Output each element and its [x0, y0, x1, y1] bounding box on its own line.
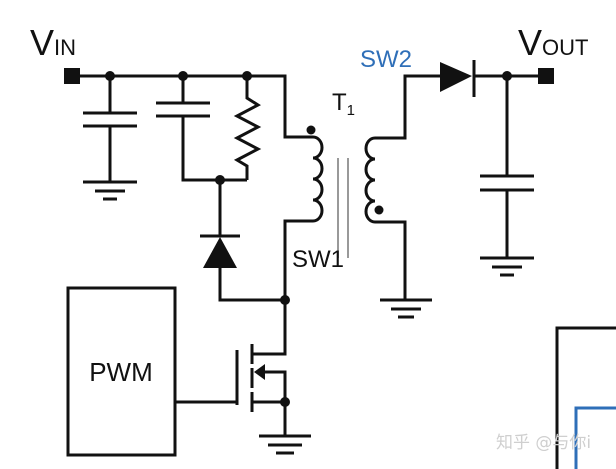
clamp-diode — [200, 180, 285, 302]
secondary-winding — [364, 74, 440, 300]
transformer-core — [337, 158, 349, 258]
output-capacitor — [480, 76, 534, 277]
input-capacitor — [83, 76, 137, 182]
partial-block — [555, 326, 616, 469]
vin-terminal — [64, 68, 80, 84]
watermark: 知乎 @与你i — [496, 433, 591, 453]
snubber-resistor — [233, 76, 262, 180]
sw1-label: SW1 — [292, 246, 344, 273]
transformer-label: T1 — [332, 89, 355, 119]
snubber-capacitor — [156, 76, 247, 182]
vin-label: VIN — [30, 22, 76, 63]
pwm-block — [66, 286, 177, 457]
partial-inner-block — [574, 406, 616, 469]
ground-symbol — [83, 180, 137, 201]
output-diode — [440, 60, 546, 97]
pwm-label: PWM — [89, 357, 153, 387]
primary-winding — [283, 125, 324, 300]
vout-terminal — [538, 68, 554, 84]
ground-symbol — [259, 434, 311, 455]
sw2-label: SW2 — [360, 46, 412, 73]
mosfet-switch — [175, 300, 287, 436]
vout-label: VOUT — [518, 22, 588, 63]
input-rail — [72, 74, 313, 139]
junction-dots — [105, 71, 512, 407]
ground-symbol — [380, 298, 432, 319]
